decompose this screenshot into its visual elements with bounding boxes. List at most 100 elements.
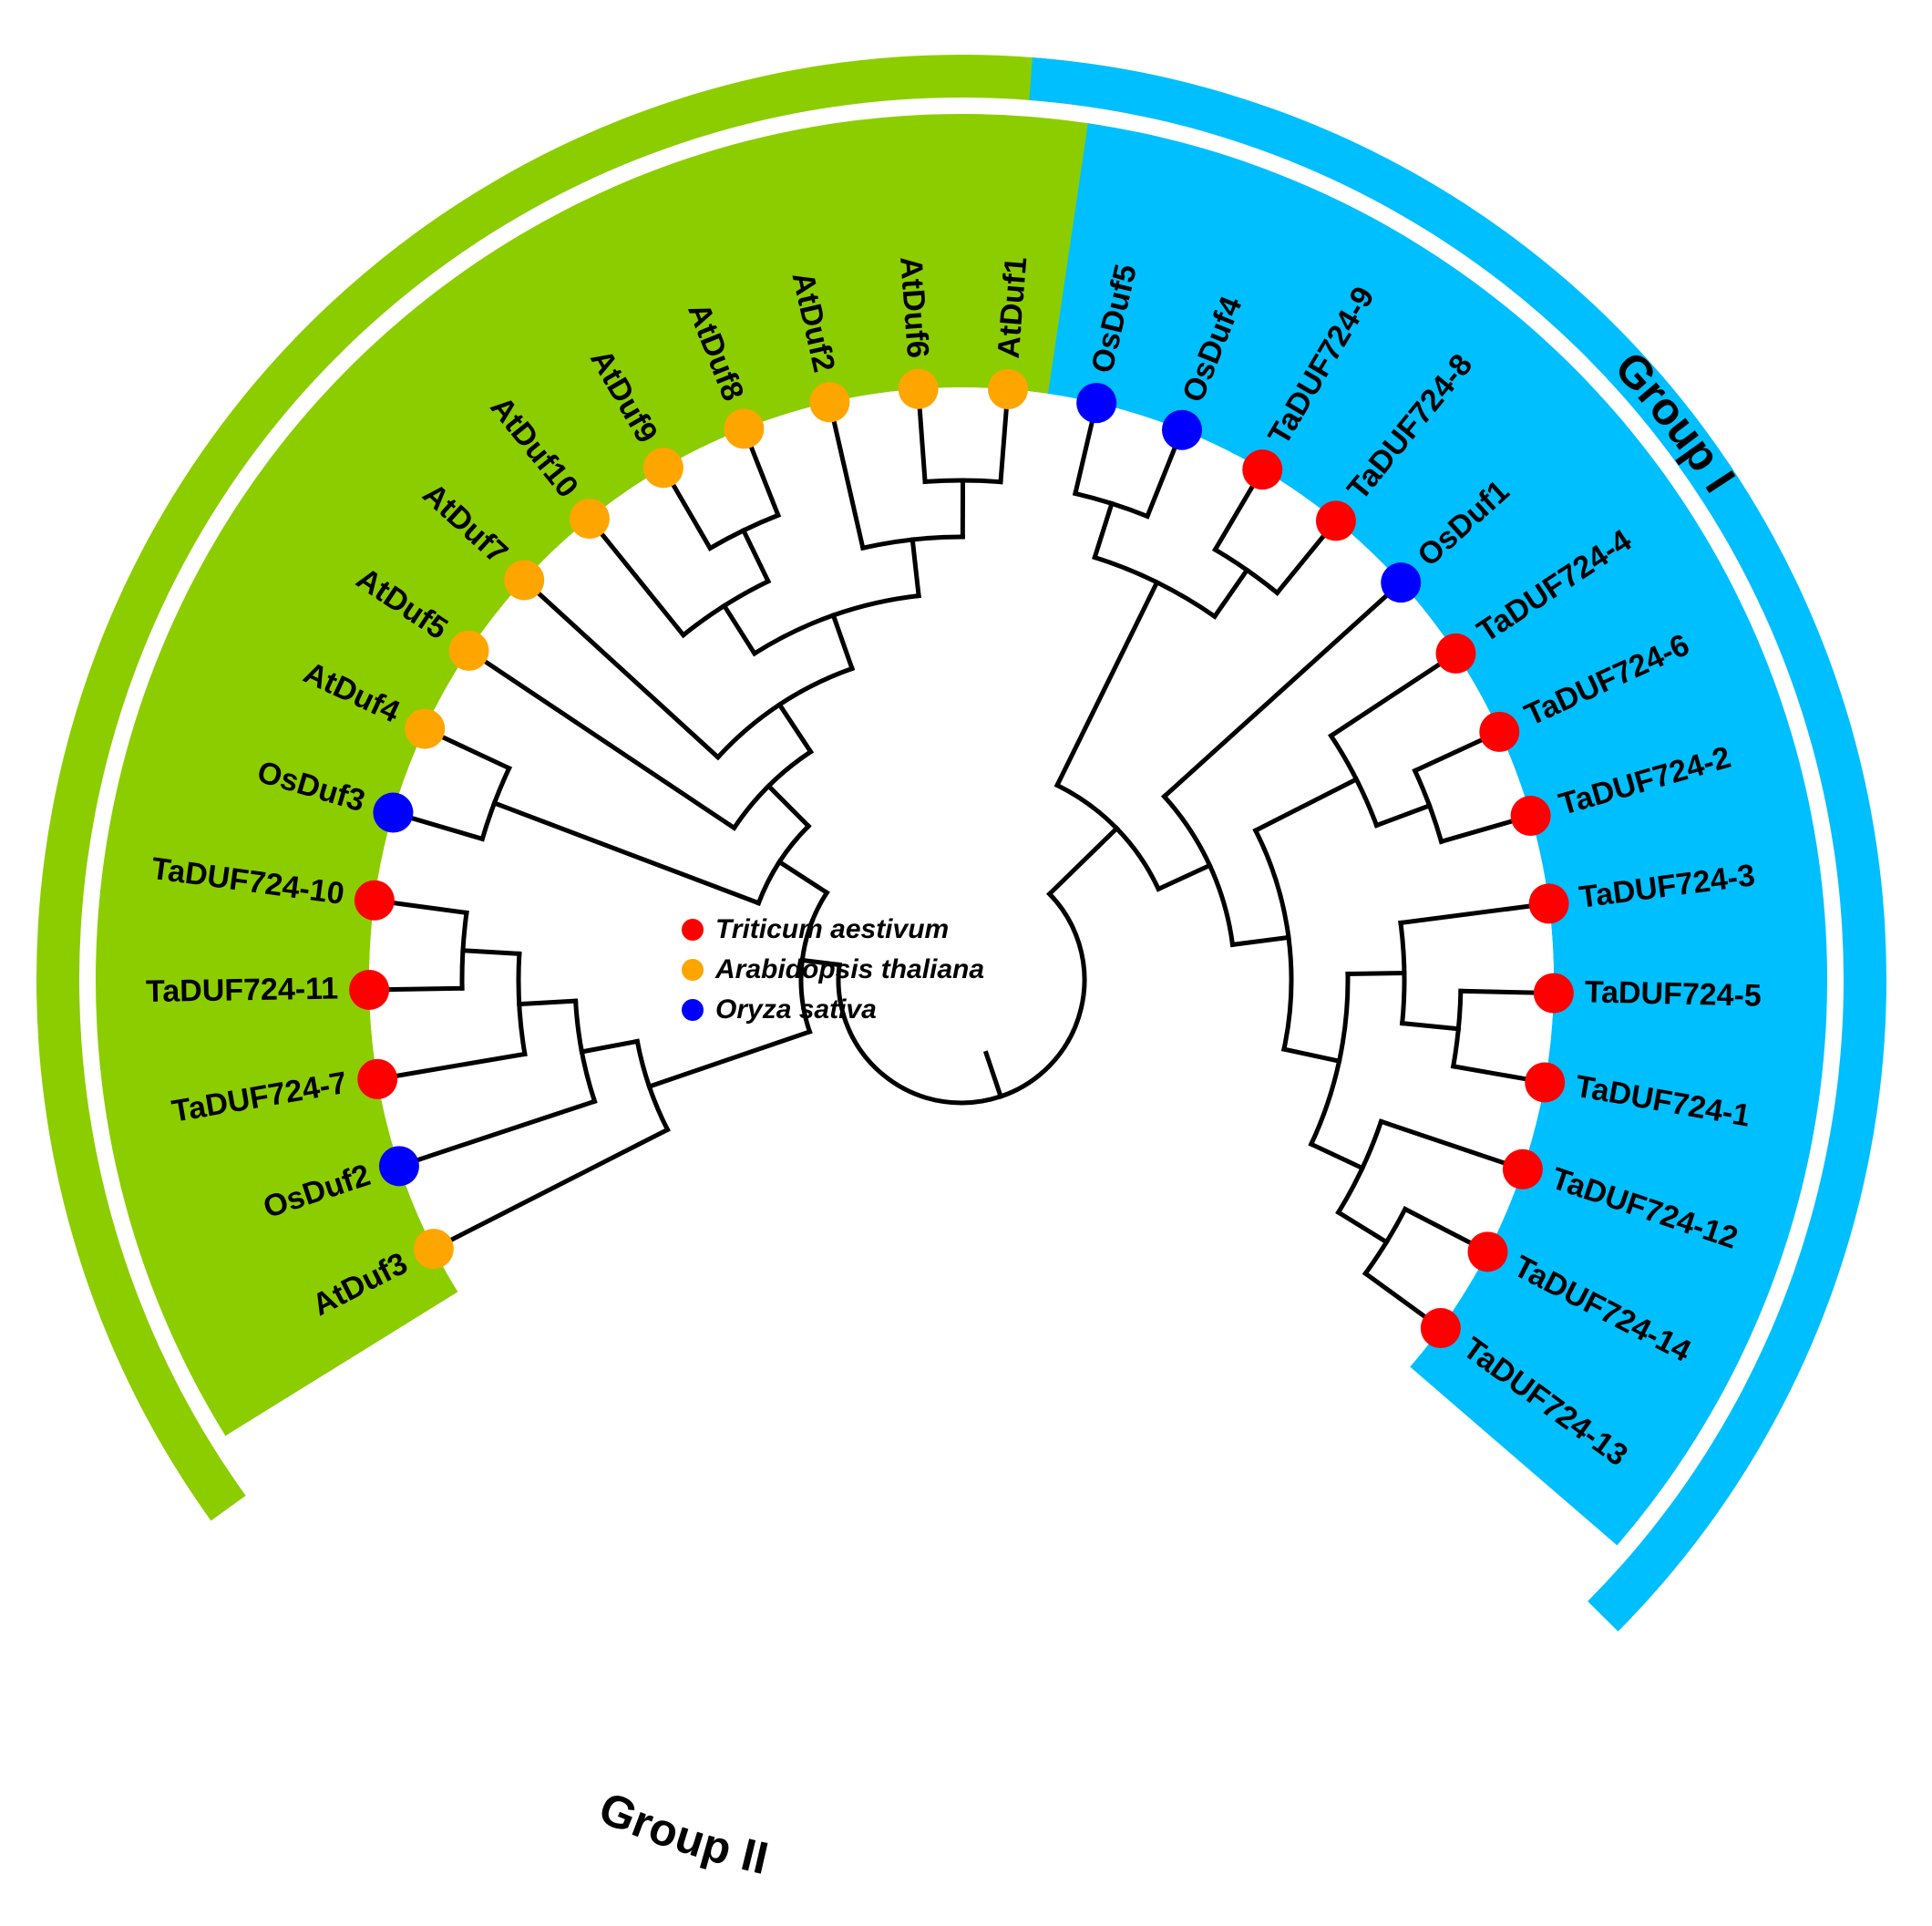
legend-dot [682, 999, 704, 1021]
leaf-dot [1242, 449, 1283, 490]
branch-line [776, 701, 815, 756]
leaf-label: TaDUF724-11 [146, 971, 339, 1009]
branch-line [579, 1038, 641, 1055]
branch-line [670, 481, 714, 551]
branch-line [409, 815, 486, 842]
leaf-dot [569, 499, 610, 540]
leaf-label: AtDuf1 [992, 255, 1034, 359]
leaf-dot [642, 448, 683, 489]
group-bands [36, 54, 1886, 1632]
branch-line [1438, 819, 1515, 845]
branch-line [1399, 1020, 1462, 1032]
leaf-dot [898, 368, 939, 409]
leaf-dot [1420, 1308, 1461, 1349]
leaf-dot [1161, 409, 1202, 450]
branch-line [491, 799, 762, 906]
leaf-dot [354, 880, 395, 921]
leaf-dot [373, 792, 414, 833]
leaf-dot [448, 630, 489, 671]
legend-dot [682, 919, 704, 941]
branch-line [1335, 1209, 1390, 1246]
leaf-dot [357, 1058, 398, 1099]
group-fill-group_I [96, 114, 1102, 1437]
branch-line [1155, 862, 1213, 892]
tree-branches [386, 406, 1536, 1320]
branch-line [394, 1051, 528, 1079]
leaf-dot [1528, 883, 1569, 924]
branch-line [517, 998, 579, 1007]
legend-label: Arabidopsis thaliana [714, 954, 984, 984]
branch-line [740, 527, 772, 585]
group-label: Group II [592, 1782, 773, 1884]
branch-line [1458, 988, 1536, 995]
leaf-dot [724, 408, 765, 449]
branch-line [460, 948, 522, 957]
branch-line [1398, 903, 1532, 926]
branch-line [386, 985, 465, 993]
branch-line [415, 1098, 598, 1163]
group-ring-group_I [36, 54, 1175, 1521]
branch-line [1402, 1206, 1474, 1246]
root-stub [982, 1050, 1004, 1100]
group-fill-group_II [1048, 123, 1827, 1546]
branch-line [998, 407, 1009, 485]
branch-line [1252, 776, 1360, 834]
branch-line [1273, 532, 1327, 596]
branch-line [646, 1028, 813, 1090]
legend-label: Triticum aestivum [715, 914, 949, 944]
leaf-dot [1510, 796, 1551, 837]
leaf-dot [1315, 500, 1356, 541]
leaf-dot [809, 382, 850, 423]
branch-line [831, 418, 866, 551]
branch-line [1328, 661, 1443, 739]
branch-line [748, 444, 782, 519]
branch-line [1046, 825, 1120, 898]
branch-line [482, 658, 738, 831]
branch-line [599, 530, 687, 639]
branch-line [1072, 419, 1095, 497]
legend-dot [682, 959, 704, 981]
branch-line [1212, 483, 1256, 553]
branch-line [909, 537, 921, 599]
leaf-dot [1502, 1148, 1543, 1190]
leaf-dot [413, 1229, 454, 1270]
branch-line [776, 859, 830, 896]
branch-line [721, 603, 758, 657]
leaf-dot [1467, 1231, 1508, 1272]
branch-line [1053, 579, 1160, 788]
branch-line [799, 957, 842, 968]
leaf-dot [1381, 562, 1422, 603]
leaf-dot [405, 708, 446, 749]
group-ring-group_II [1029, 57, 1886, 1632]
leaf-dot [987, 369, 1028, 410]
leaf-dot [1435, 633, 1476, 674]
branch-line [1161, 592, 1390, 800]
branch-line [1373, 802, 1433, 829]
branch-line [439, 734, 512, 772]
tree-background [369, 387, 1554, 1572]
branch-line [1345, 970, 1407, 976]
branch-line [1211, 566, 1250, 620]
leaf-dot [1533, 973, 1574, 1014]
leaf-dot [349, 969, 390, 1010]
branch-line [1412, 736, 1485, 774]
branch-line [1450, 1063, 1528, 1082]
leaf-dot [1525, 1062, 1566, 1103]
leaf-dot [378, 1146, 419, 1187]
branch-line [1144, 445, 1178, 520]
branch-line [765, 782, 812, 829]
branch-line [391, 900, 469, 916]
branch-line [1362, 1270, 1428, 1320]
branch-line [1229, 934, 1291, 948]
branch-line [448, 1126, 671, 1243]
leaf-label: AtDuf6 [893, 255, 935, 359]
branch-line [535, 590, 722, 761]
leaf-label: TaDUF724-5 [1584, 974, 1762, 1013]
legend-label: Oryza sativa [715, 994, 877, 1025]
leaf-dot [1076, 383, 1117, 424]
leaf-dot [1479, 711, 1520, 752]
branch-line [917, 406, 928, 485]
branch-line [830, 612, 856, 672]
